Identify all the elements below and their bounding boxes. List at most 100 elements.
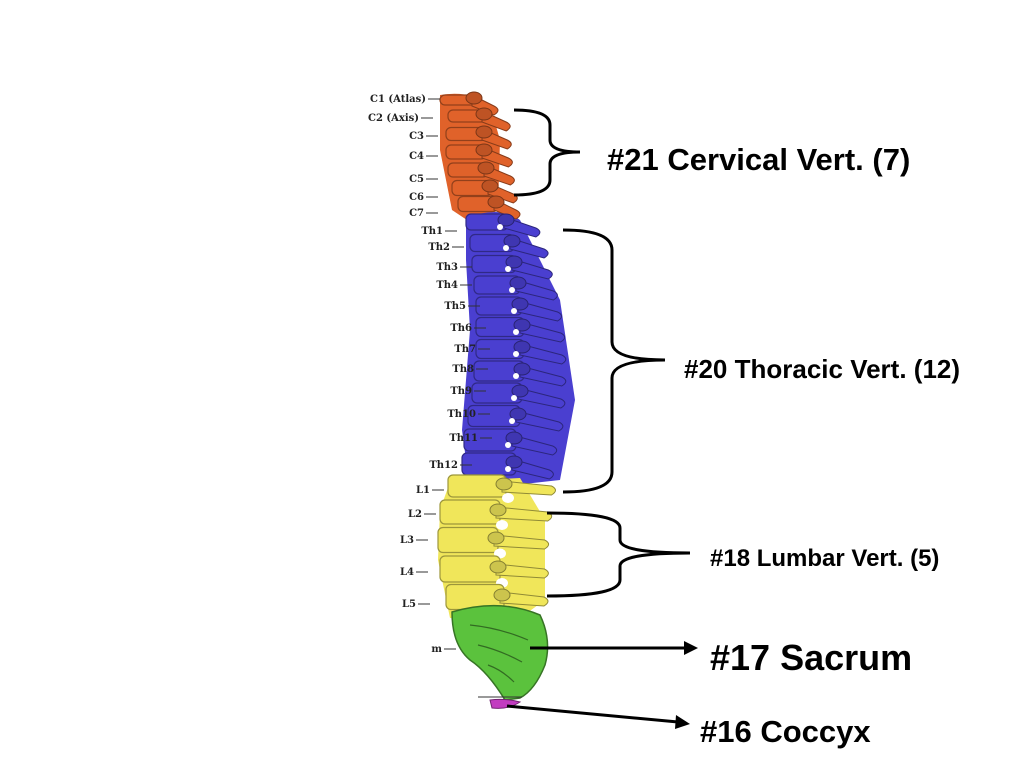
vertebra-label: Th11 [449,433,478,444]
vertebra-lumbar [439,555,549,588]
transverse-process [505,431,523,445]
sacrum-label: #17 Sacrum [710,637,912,678]
intervertebral-foramen [511,395,517,401]
vertebra-label: Th6 [450,323,472,334]
vertebra-label: C4 [409,151,424,162]
vertebra-thoracic [471,382,566,409]
transverse-process [505,255,523,269]
transverse-process [489,503,507,517]
transverse-process [475,125,493,139]
intervertebral-foramen [509,418,515,424]
spinous-process [501,480,556,496]
vertebra-label: Th1 [421,226,443,237]
vertebra-label: Th9 [450,386,472,397]
sacrum-ridges [469,624,529,683]
vertebra-cervical [457,195,521,220]
vertebra-thoracic [475,316,566,343]
spinous-process [515,279,558,301]
vertebra-cervical [439,91,499,116]
transverse-process [475,143,493,157]
vertebra-thoracic [473,360,567,387]
intervertebral-foramen [496,520,508,530]
spinous-process [517,300,563,322]
vertebra-label: L2 [408,509,422,520]
coccyx-bone [489,698,522,709]
intervertebral-foramen [513,351,519,357]
cervical-bracket [513,108,581,197]
vertebra-label: L4 [400,567,414,578]
transverse-process [503,234,521,248]
vertebra-label: Th5 [444,301,466,312]
vertebra-labels: C1 (Atlas) C2 (Axis) C3C4C5C6C7Th1Th2Th3Th… [368,94,492,655]
lumbar-label: #18 Lumbar Vert. (5) [710,545,939,572]
transverse-process [465,91,483,105]
vertebra-cervical [445,125,512,150]
vertebra-label: Th3 [436,262,458,273]
intervertebral-foramen [513,329,519,335]
transverse-process [511,297,529,311]
transverse-process [513,318,531,332]
spinous-process [499,591,549,607]
transverse-process [487,195,505,209]
transverse-process [497,213,515,227]
spinous-process [519,321,566,343]
transverse-process [509,407,527,421]
vertebra-label: C7 [409,208,424,219]
transverse-process [475,107,493,121]
vertebra-label: C3 [409,131,424,142]
vertebra-thoracic [465,213,541,238]
transverse-process [513,362,531,376]
intervertebral-foramen [505,442,511,448]
vertebra-label: C5 [409,174,424,185]
intervertebral-foramen [497,224,503,230]
spinous-process [519,365,567,387]
intervertebral-foramen [505,466,511,472]
vertebra-label: C2 (Axis) [368,113,419,124]
transverse-process [495,477,513,491]
intervertebral-foramen [513,373,519,379]
intervertebral-foramen [503,245,509,251]
vertebra-thoracic [475,338,567,365]
transverse-process [513,340,531,354]
vertebra-thoracic [475,296,563,322]
vertebra-thoracic [471,254,553,280]
spinous-process [517,387,566,409]
vertebra-thoracic [461,452,554,480]
vertebra-thoracic [463,428,558,456]
thoracic-bracket [562,228,666,494]
spine-illustration [437,91,575,709]
lumbar-bracket [546,511,691,598]
vertebra-label: L1 [416,485,430,496]
vertebra-label: Th2 [428,242,450,253]
transverse-process [477,161,495,175]
transverse-process [487,531,505,545]
spinous-process [519,343,567,365]
vertebra-lumbar [447,474,556,503]
transverse-process [511,384,529,398]
vertebra-label: Th8 [452,364,474,375]
vertebra-label: C1 (Atlas) [370,94,426,105]
intervertebral-foramen [511,308,517,314]
transverse-process [481,179,499,193]
vertebra-label: m [431,644,442,655]
transverse-process [509,276,527,290]
vertebra-label: C6 [409,192,424,203]
spinous-process [515,410,564,432]
vertebra-label: Th10 [447,409,476,420]
vertebra-label: L3 [400,535,414,546]
spinous-process [511,434,558,456]
vertebra-label: Th12 [429,460,458,471]
cervical-label: #21 Cervical Vert. (7) [607,142,910,177]
vertebra-thoracic [467,404,564,432]
vertebra-thoracic [469,233,549,259]
coccyx-arrow [506,704,690,729]
vertebra-label: Th4 [436,280,458,291]
spinous-process [495,563,549,579]
intervertebral-foramen [505,266,511,272]
vertebra-lumbar [439,499,553,530]
vertebra-cervical [451,179,518,204]
sacrum-bone [451,605,549,701]
sacrum-arrow [530,641,698,655]
vertebra-cervical [447,161,515,186]
